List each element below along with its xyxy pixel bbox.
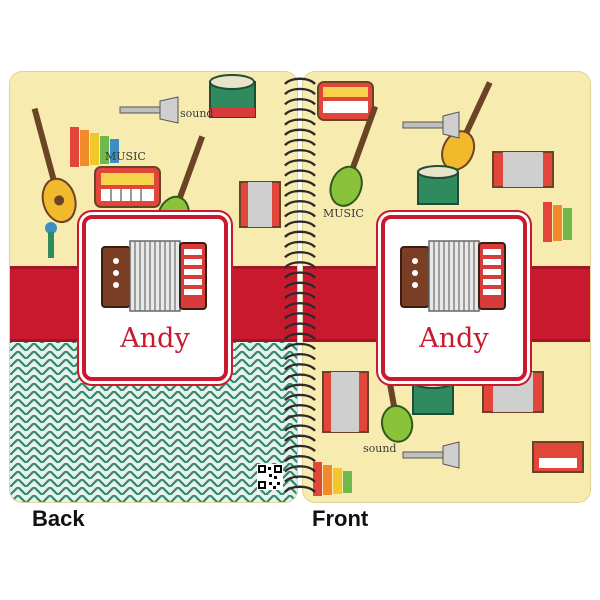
spiral-coil — [284, 250, 316, 259]
name-panel: Andy — [82, 215, 228, 381]
spiral-coil — [284, 281, 316, 289]
spiral-coil — [284, 363, 316, 371]
back-cover: MUSIC sound — [10, 72, 297, 502]
spiral-coil — [284, 301, 316, 310]
spiral-coil — [284, 220, 316, 228]
spiral-coil — [284, 128, 316, 136]
spiral-coil — [284, 444, 316, 453]
svg-text:sound: sound — [180, 107, 213, 120]
spiral-coil — [284, 424, 316, 432]
qr-code — [257, 464, 283, 490]
spiral-coil — [284, 373, 316, 381]
name-text: Andy — [120, 323, 190, 354]
spiral-coil — [284, 230, 316, 238]
front-label: Front — [312, 506, 369, 531]
name-panel: Andy — [381, 215, 527, 381]
back-label: Back — [32, 506, 85, 531]
spiral-coil — [284, 159, 316, 167]
accordion-icon — [400, 240, 506, 312]
spiral-coil — [284, 240, 316, 249]
svg-text:MUSIC: MUSIC — [323, 207, 364, 220]
spiral-coil — [284, 108, 316, 116]
spiral-coil — [284, 465, 316, 473]
spiral-coil — [284, 434, 316, 442]
spiral-coil — [284, 352, 316, 361]
spiral-coil — [284, 342, 316, 351]
spiral-coil — [284, 414, 316, 422]
spiral-coil — [284, 322, 316, 330]
spiral-coil — [284, 454, 316, 463]
spiral-coil — [284, 210, 316, 218]
spiral-coil — [284, 138, 316, 147]
spiral-coil — [284, 77, 316, 85]
spiral-coil — [284, 485, 316, 493]
spiral-coil — [284, 393, 316, 402]
spiral-coil — [284, 291, 316, 300]
svg-text:sound: sound — [363, 442, 396, 455]
spiral-coil — [284, 169, 316, 177]
spiral-coil — [284, 475, 316, 483]
spiral-coil — [284, 312, 316, 320]
spiral-binding — [284, 77, 316, 493]
spiral-coil — [284, 189, 316, 198]
spiral-coil — [284, 179, 316, 187]
spiral-coil — [284, 118, 316, 126]
spiral-coil — [284, 97, 316, 106]
spiral-coil — [284, 199, 316, 208]
spiral-coil — [284, 261, 316, 269]
spiral-coil — [284, 271, 316, 279]
spiral-coil — [284, 87, 316, 96]
svg-text:MUSIC: MUSIC — [105, 150, 146, 163]
name-text: Andy — [419, 323, 489, 354]
spiral-coil — [284, 148, 316, 157]
spiral-coil — [284, 383, 316, 391]
spiral-coil — [284, 332, 316, 340]
front-cover: MUSIC music sound Andy — [303, 72, 590, 502]
spiral-coil — [284, 403, 316, 412]
accordion-icon — [101, 240, 207, 312]
